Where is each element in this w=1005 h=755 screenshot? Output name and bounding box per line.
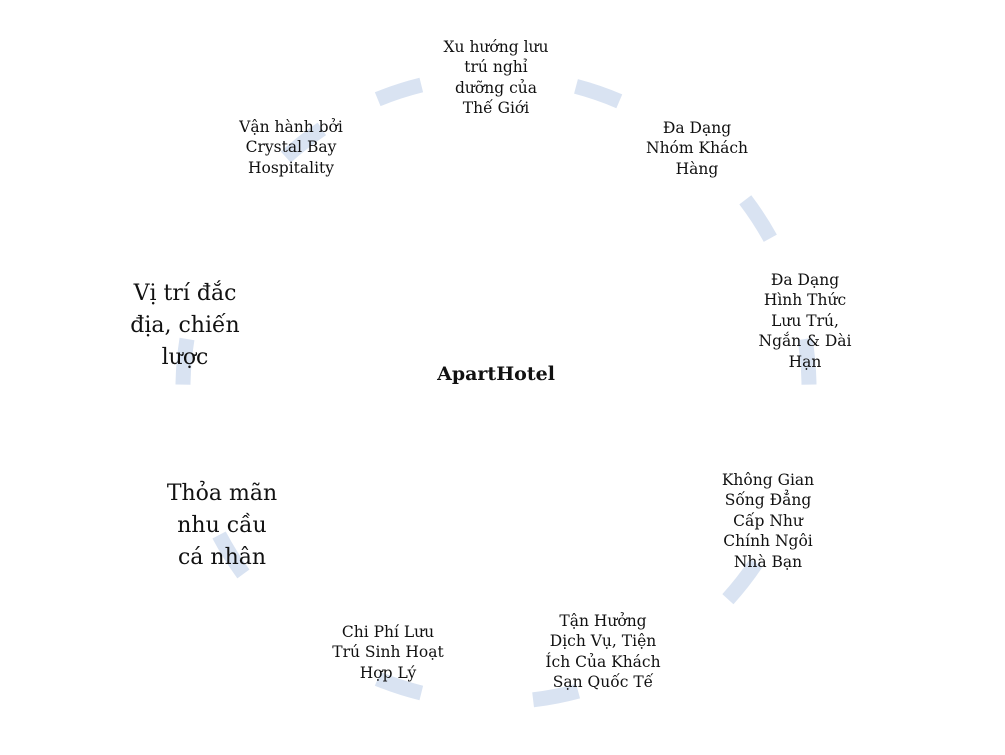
node-line: Hình Thức (763, 291, 847, 310)
node-line: Tận Hưởng (559, 612, 647, 630)
node-customer-diversity: Đa Dạng Nhóm Khách Hàng (617, 118, 777, 179)
node-line: Không Gian (721, 471, 815, 489)
ring-dash (212, 531, 250, 579)
ring-dash (532, 683, 581, 708)
ring-dash (280, 122, 327, 163)
node-line: Cấp Như (733, 511, 803, 530)
node-services: Tận Hưởng Dịch Vụ, Tiện Ích Của Khách Sạ… (523, 611, 683, 693)
node-line: Xu hướng lưu (443, 38, 549, 56)
node-location: Vị trí đắc địa, chiến lược (95, 278, 275, 374)
node-line: Sạn Quốc Tế (552, 673, 654, 692)
ring-dash (374, 77, 424, 107)
node-line: Sống Đẳng (724, 491, 812, 510)
ring-dash (739, 195, 777, 242)
center-label: ApartHotel (437, 363, 555, 385)
node-line: Hạn (788, 352, 822, 371)
node-line: Trú Sinh Hoạt (332, 643, 444, 662)
node-line: Hàng (675, 159, 719, 178)
node-line: Thỏa mãn (166, 481, 278, 506)
node-line: Đa Dạng (770, 271, 840, 289)
node-line: trú nghỉ (464, 58, 528, 77)
node-world-trend: Xu hướng lưu trú nghỉ dưỡng của Thế Giới (416, 37, 576, 119)
node-personal-needs: Thỏa mãn nhu cầu cá nhân (132, 478, 312, 574)
node-living-space: Không Gian Sống Đẳng Cấp Như Chính Ngôi … (688, 470, 848, 572)
node-line: Dịch Vụ, Tiện (549, 632, 657, 651)
node-line: lược (161, 344, 209, 370)
node-line: Ích Của Khách (545, 652, 661, 671)
ring-dash (797, 337, 817, 385)
node-line: cá nhân (177, 544, 267, 570)
node-line: Chính Ngôi (723, 532, 813, 551)
ring-dash (722, 558, 763, 605)
node-line: Nhà Bạn (733, 552, 803, 571)
node-line: Nhóm Khách (646, 139, 748, 158)
node-line: Ngắn & Dài (758, 332, 852, 351)
node-line: Hợp Lý (359, 663, 417, 682)
node-stay-types: Đa Dạng Hình Thức Lưu Trú, Ngắn & Dài Hạ… (725, 270, 885, 372)
ring-dash (573, 79, 623, 109)
ring-dash (374, 671, 424, 701)
node-cost: Chi Phí Lưu Trú Sinh Hoạt Hợp Lý (308, 622, 468, 683)
node-line: Crystal Bay (245, 138, 337, 157)
node-line: Thế Giới (462, 99, 530, 118)
node-line: Chi Phí Lưu (341, 623, 435, 641)
node-line: địa, chiến (130, 312, 240, 338)
ring-dash (175, 337, 195, 385)
node-line: Đa Dạng (662, 119, 732, 137)
node-line: dưỡng của (455, 78, 537, 97)
node-line: Lưu Trú, (771, 311, 839, 330)
node-line: Vận hành bởi (239, 118, 343, 136)
node-operator: Vận hành bởi Crystal Bay Hospitality (211, 117, 371, 178)
node-line: nhu cầu (177, 512, 267, 538)
node-line: Hospitality (247, 158, 335, 177)
node-line: Vị trí đắc (133, 281, 237, 306)
